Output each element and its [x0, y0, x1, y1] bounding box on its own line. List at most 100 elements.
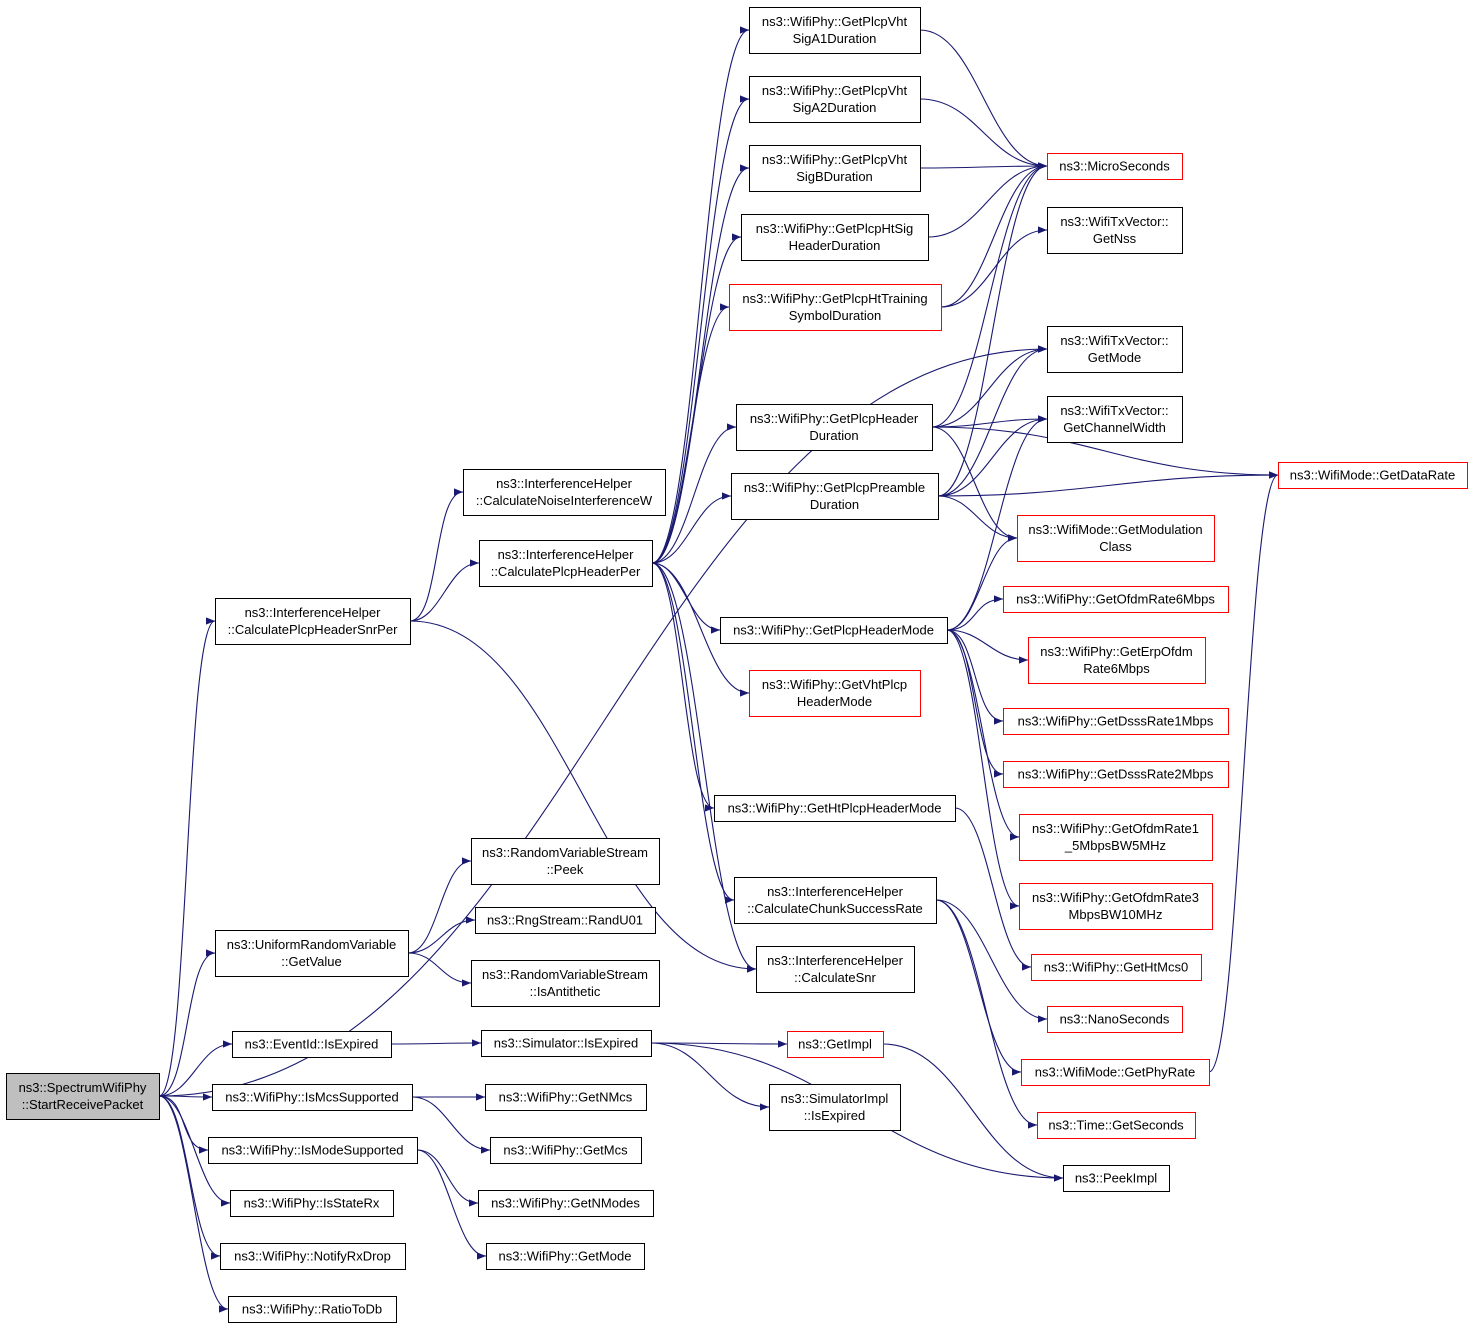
node-box [475, 907, 656, 934]
node-simimpl[interactable]: ns3::SimulatorImpl::IsExpired [769, 1084, 901, 1131]
node-httrain[interactable]: ns3::WifiPhy::GetPlcpHtTrainingSymbolDur… [729, 284, 942, 331]
node-label: ns3::WifiPhy::GetPlcpHeader [750, 411, 919, 426]
node-box [6, 1073, 160, 1120]
edge-root-to-isstaterx [158, 1095, 231, 1207]
node-micro[interactable]: ns3::MicroSeconds [1047, 153, 1183, 180]
node-ofdm6[interactable]: ns3::WifiPhy::GetOfdmRate6Mbps [1003, 586, 1229, 613]
edge-calcper-to-calcsnr [651, 562, 757, 973]
node-label: ns3::InterferenceHelper [767, 953, 904, 968]
edge-hdrmode-to-dsss1 [946, 629, 1004, 725]
node-calcsnr[interactable]: ns3::InterferenceHelper::CalculateSnr [756, 946, 915, 993]
node-label: ns3::SimulatorImpl [781, 1091, 889, 1106]
node-calcnoise[interactable]: ns3::InterferenceHelper::CalculateNoiseI… [463, 469, 666, 516]
node-label: SigA1Duration [793, 31, 877, 46]
node-datarate[interactable]: ns3::WifiMode::GetDataRate [1278, 462, 1468, 489]
node-label: ns3::WifiTxVector:: [1060, 333, 1168, 348]
node-phyrate[interactable]: ns3::WifiMode::GetPhyRate [1021, 1059, 1210, 1086]
node-nano[interactable]: ns3::NanoSeconds [1047, 1006, 1183, 1033]
node-label: Rate6Mbps [1083, 661, 1150, 676]
node-label: ns3::WifiPhy::GetVhtPlcp [762, 677, 907, 692]
node-box [478, 1190, 654, 1217]
node-getnmodes[interactable]: ns3::WifiPhy::GetNModes [478, 1190, 654, 1217]
node-randu01[interactable]: ns3::RngStream::RandU01 [475, 907, 656, 934]
node-simexpired[interactable]: ns3::Simulator::IsExpired [481, 1030, 652, 1057]
node-ismode[interactable]: ns3::WifiPhy::IsModeSupported [208, 1137, 418, 1164]
node-box [1019, 883, 1213, 930]
edge-root-to-snrper [158, 617, 216, 1097]
node-box [1278, 462, 1468, 489]
node-isstaterx[interactable]: ns3::WifiPhy::IsStateRx [230, 1190, 394, 1217]
edge-snrper-to-calcnoise [409, 488, 464, 622]
node-getvalue[interactable]: ns3::UniformRandomVariable::GetValue [215, 930, 409, 977]
node-root[interactable]: ns3::SpectrumWifiPhy::StartReceivePacket [6, 1073, 160, 1120]
node-box [463, 469, 666, 516]
edge-root-to-getvalue [158, 949, 216, 1097]
node-getimpl[interactable]: ns3::GetImpl [787, 1031, 884, 1058]
node-notify[interactable]: ns3::WifiPhy::NotifyRxDrop [220, 1243, 406, 1270]
node-box [769, 1084, 901, 1131]
edge-htmode-to-htmcs0 [954, 807, 1032, 971]
node-box [212, 1084, 413, 1111]
node-label: ns3::WifiPhy::GetOfdmRate1 [1032, 821, 1199, 836]
node-box [1047, 1006, 1183, 1033]
node-dsss1[interactable]: ns3::WifiPhy::GetDsssRate1Mbps [1003, 708, 1229, 735]
node-label: ns3::WifiPhy::GetPlcpHtTraining [742, 291, 927, 306]
node-getmode[interactable]: ns3::WifiPhy::GetMode [486, 1243, 645, 1270]
node-label: ns3::RngStream::RandU01 [487, 913, 643, 928]
node-hdrmode[interactable]: ns3::WifiPhy::GetPlcpHeaderMode [720, 617, 948, 644]
node-calcper[interactable]: ns3::InterferenceHelper::CalculatePlcpHe… [479, 540, 653, 587]
node-box [1031, 954, 1202, 981]
node-htmcs0[interactable]: ns3::WifiPhy::GetHtMcs0 [1031, 954, 1202, 981]
node-label: ::CalculatePlcpHeaderPer [491, 564, 641, 579]
node-chwidth[interactable]: ns3::WifiTxVector::GetChannelWidth [1047, 396, 1183, 443]
node-peekimpl[interactable]: ns3::PeekImpl [1063, 1165, 1170, 1192]
node-label: ns3::WifiPhy::GetPlcpVht [762, 14, 908, 29]
node-ofdm15[interactable]: ns3::WifiPhy::GetOfdmRate1_5MbpsBW5MHz [1019, 814, 1213, 861]
node-label: ns3::WifiMode::GetPhyRate [1035, 1065, 1195, 1080]
node-txmode[interactable]: ns3::WifiTxVector::GetMode [1047, 326, 1183, 373]
node-box [1047, 153, 1183, 180]
node-label: ns3::UniformRandomVariable [227, 937, 397, 952]
node-isanti[interactable]: ns3::RandomVariableStream::IsAntithetic [471, 960, 660, 1007]
edge-root-to-notify [158, 1095, 221, 1260]
node-label: ::CalculateNoiseInterferenceW [476, 493, 653, 508]
node-label: ::CalculateChunkSuccessRate [747, 901, 923, 916]
node-label: ns3::WifiPhy::GetOfdmRate6Mbps [1016, 592, 1215, 607]
node-label: GetChannelWidth [1063, 420, 1166, 435]
node-htmode[interactable]: ns3::WifiPhy::GetHtPlcpHeaderMode [714, 795, 956, 822]
edge-getvalue-to-isanti [407, 952, 472, 987]
node-ratiodb[interactable]: ns3::WifiPhy::RatioToDb [228, 1296, 397, 1323]
node-box [471, 838, 660, 885]
node-getnss[interactable]: ns3::WifiTxVector::GetNss [1047, 207, 1183, 254]
node-label: GetMode [1088, 350, 1141, 365]
node-label: ns3::WifiPhy::RatioToDb [242, 1302, 382, 1317]
node-getnmcs[interactable]: ns3::WifiPhy::GetNMcs [485, 1084, 647, 1111]
node-box [731, 473, 939, 520]
node-label: _5MbpsBW5MHz [1064, 838, 1166, 853]
node-box [720, 617, 948, 644]
node-peek[interactable]: ns3::RandomVariableStream::Peek [471, 838, 660, 885]
edge-calcper-to-sigA1 [651, 26, 750, 564]
node-ismcs[interactable]: ns3::WifiPhy::IsMcsSupported [212, 1084, 413, 1111]
node-label: Duration [809, 428, 858, 443]
node-getmcs[interactable]: ns3::WifiPhy::GetMcs [490, 1137, 642, 1164]
node-dsss2[interactable]: ns3::WifiPhy::GetDsssRate2Mbps [1003, 761, 1229, 788]
node-seconds[interactable]: ns3::Time::GetSeconds [1037, 1112, 1196, 1139]
node-snrper[interactable]: ns3::InterferenceHelper::CalculatePlcpHe… [215, 598, 411, 645]
node-chunk[interactable]: ns3::InterferenceHelper::CalculateChunkS… [734, 877, 937, 924]
node-evexpired[interactable]: ns3::EventId::IsExpired [232, 1031, 392, 1058]
node-box [1047, 207, 1183, 254]
node-box [749, 670, 921, 717]
edge-predur-to-micro [937, 162, 1048, 497]
